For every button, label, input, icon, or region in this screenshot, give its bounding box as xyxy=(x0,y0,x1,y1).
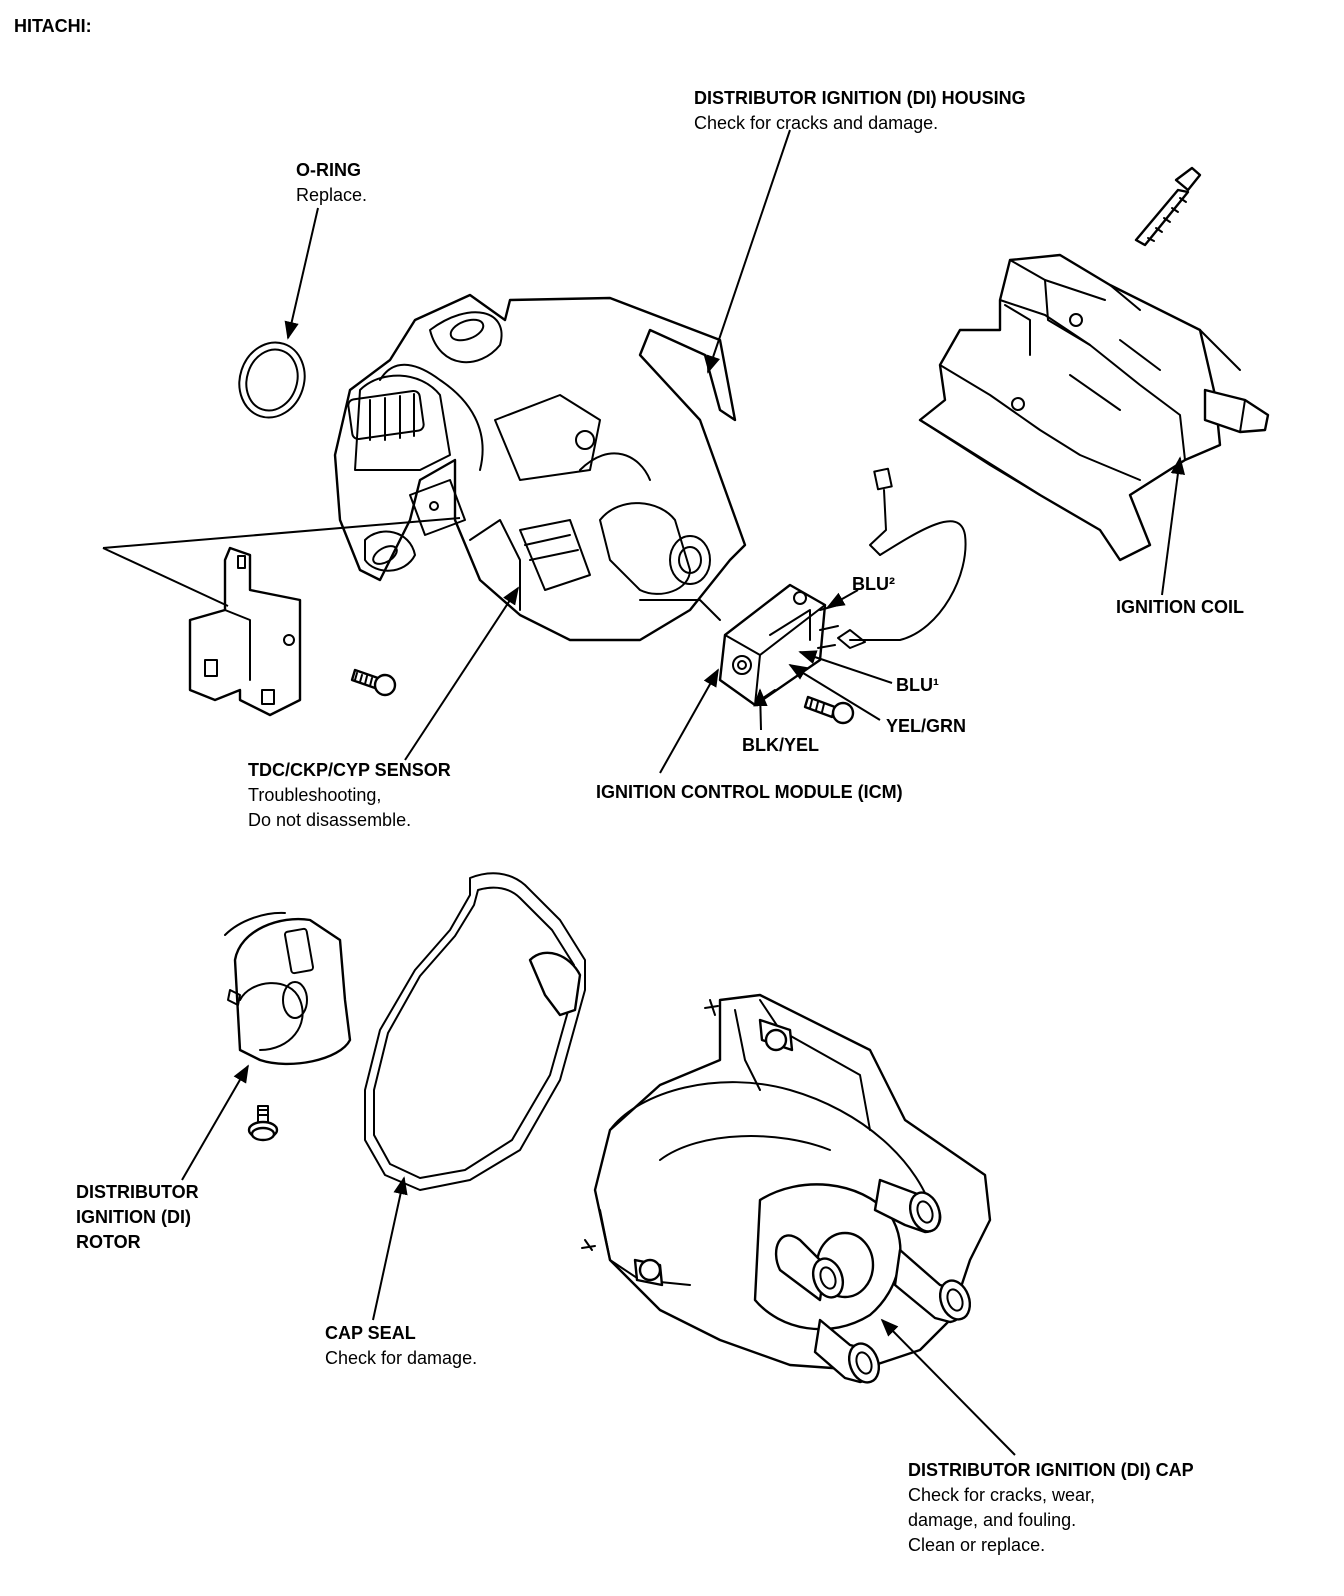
housing-title: DISTRIBUTOR IGNITION (DI) HOUSING xyxy=(694,88,1026,108)
ignition-coil xyxy=(918,253,1270,562)
cap-title: DISTRIBUTOR IGNITION (DI) CAP xyxy=(908,1460,1194,1480)
sensor-bracket xyxy=(188,546,302,717)
oring-title: O-RING xyxy=(296,160,361,180)
housing-desc: Check for cracks and damage. xyxy=(694,113,939,133)
rotor-line-1: DISTRIBUTOR xyxy=(76,1182,199,1202)
coil-screw xyxy=(1134,166,1202,247)
distributor-cap xyxy=(581,993,992,1384)
capseal-label: CAP SEAL Check for damage. xyxy=(325,1321,477,1371)
rotor-label: DISTRIBUTOR IGNITION (DI) ROTOR xyxy=(76,1180,199,1255)
icm-screw xyxy=(803,695,855,725)
blu2-title: BLU² xyxy=(852,574,895,594)
blu1-label: BLU¹ xyxy=(896,673,939,698)
rotor-line-3: ROTOR xyxy=(76,1232,141,1252)
coil-label: IGNITION COIL xyxy=(1116,595,1244,620)
yelgrn-label: YEL/GRN xyxy=(886,714,966,739)
icm-label: IGNITION CONTROL MODULE (ICM) xyxy=(596,780,903,805)
bracket-screw xyxy=(350,668,397,697)
sensor-title: TDC/CKP/CYP SENSOR xyxy=(248,760,451,780)
brand-text: HITACHI: xyxy=(14,16,92,36)
cap-label: DISTRIBUTOR IGNITION (DI) CAP Check for … xyxy=(908,1458,1194,1558)
brand-header: HITACHI: xyxy=(14,14,92,39)
cap-seal xyxy=(364,872,586,1191)
cap-desc-1: Check for cracks, wear, xyxy=(908,1485,1096,1505)
ignition-control-module xyxy=(718,583,839,707)
blu1-title: BLU¹ xyxy=(896,675,939,695)
blkyel-title: BLK/YEL xyxy=(742,735,820,755)
o-ring xyxy=(238,341,306,419)
rotor-line-2: IGNITION (DI) xyxy=(76,1207,191,1227)
blkyel-label: BLK/YEL xyxy=(742,733,819,758)
sensor-desc-2: Do not disassemble. xyxy=(248,810,412,830)
housing-label: DISTRIBUTOR IGNITION (DI) HOUSING Check … xyxy=(694,86,1026,136)
leader-lines xyxy=(102,129,1186,1456)
capseal-desc: Check for damage. xyxy=(325,1348,478,1368)
icm-wire-harness xyxy=(837,467,967,649)
cap-desc-2: damage, and fouling. xyxy=(908,1510,1077,1530)
oring-desc: Replace. xyxy=(296,185,368,205)
coil-title: IGNITION COIL xyxy=(1116,597,1244,617)
capseal-title: CAP SEAL xyxy=(325,1323,416,1343)
rotor-screw xyxy=(247,1105,279,1142)
oring-label: O-RING Replace. xyxy=(296,158,367,208)
cap-desc-3: Clean or replace. xyxy=(908,1535,1046,1555)
icm-title: IGNITION CONTROL MODULE (ICM) xyxy=(596,782,903,802)
blu2-label: BLU² xyxy=(852,572,895,597)
sensor-label: TDC/CKP/CYP SENSOR Troubleshooting, Do n… xyxy=(248,758,451,833)
yelgrn-title: YEL/GRN xyxy=(886,716,967,736)
distributor-housing xyxy=(333,293,747,642)
distributor-rotor xyxy=(224,911,352,1066)
sensor-desc-1: Troubleshooting, xyxy=(248,785,382,805)
